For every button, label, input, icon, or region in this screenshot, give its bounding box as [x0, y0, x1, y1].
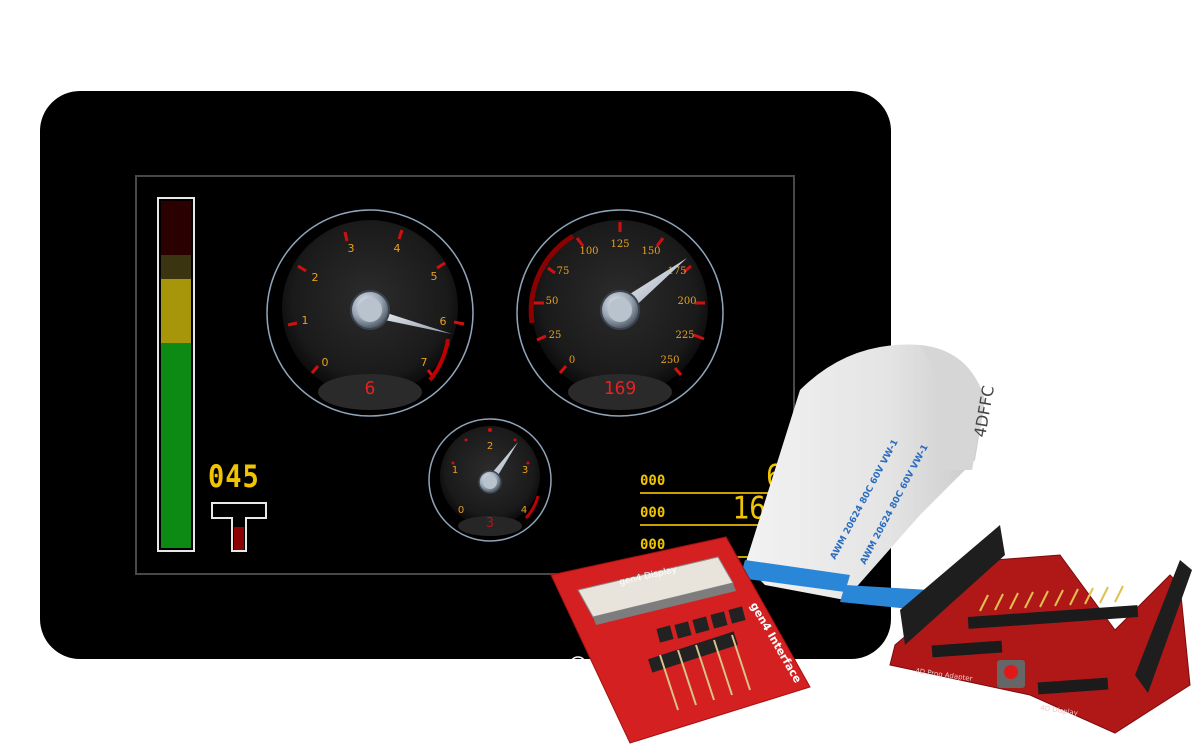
- tick-label: 7: [421, 356, 428, 369]
- small-gauge-dial: 0 1 2 3 4: [428, 418, 552, 542]
- tick-label: 2: [312, 271, 319, 284]
- tick-label: 1: [302, 314, 309, 327]
- shield-board: 4D Display 4D Prog Adapter: [889, 525, 1192, 734]
- tick-label: 225: [675, 330, 694, 341]
- level-bar-segment-red: [161, 201, 191, 255]
- tachometer-readout: 6: [364, 378, 376, 399]
- tick-label: 250: [660, 355, 679, 366]
- interface-board: gen4 Display gen4 Interface: [550, 536, 811, 744]
- tachometer-dial: 0 1 2 3 4 5 6 7: [266, 209, 474, 417]
- tachometer-gauge: 0 1 2 3 4 5 6 7 6: [265, 208, 475, 418]
- lcd-row-label: 000: [640, 537, 666, 553]
- speedometer-gauge: 0 25 50 75 100 125 150 175 200 225 250 1…: [515, 208, 725, 418]
- tick-label: 6: [440, 315, 447, 328]
- header-socket-right: [1135, 560, 1192, 693]
- speedometer-readout: 169: [603, 378, 637, 399]
- speedometer-dial: 0 25 50 75 100 125 150 175 200 225 250: [516, 209, 724, 417]
- tick-label: 3: [348, 242, 355, 255]
- tick-label: 5: [431, 270, 438, 283]
- reset-button: [1004, 665, 1018, 679]
- tick-label: 2: [487, 441, 493, 452]
- tick-label: 175: [667, 266, 686, 277]
- tick-label: 150: [641, 246, 660, 257]
- level-bar-segment-yellow: [161, 279, 191, 343]
- cable-stiffener-left: [740, 560, 850, 592]
- level-bar: [157, 197, 195, 552]
- level-bar-segment-olive: [161, 255, 191, 279]
- tick-label: 0: [322, 356, 329, 369]
- tick-label: 4: [394, 242, 401, 255]
- tick-label: 0: [569, 355, 575, 366]
- tick-label: 125: [610, 239, 629, 250]
- small-gauge: 0 1 2 3 4 3: [428, 418, 552, 542]
- tick-label: 75: [557, 266, 570, 277]
- tick-label: 3: [522, 465, 528, 476]
- tick-label: 0: [458, 505, 464, 516]
- ribbon-cable: AWM 20624 80C 60V VW-1 AWM 20624 80C 60V…: [740, 344, 998, 610]
- temperature-value: 045: [208, 459, 260, 496]
- thermometer-icon: [211, 502, 267, 552]
- lcd-row-label: 000: [640, 505, 666, 521]
- small-gauge-readout: 3: [486, 516, 494, 531]
- lcd-row-label: 000: [640, 473, 666, 489]
- tick-label: 25: [549, 330, 562, 341]
- level-bar-segment-green: [161, 343, 191, 548]
- tick-label: 50: [546, 296, 559, 307]
- tick-label: 1: [452, 465, 458, 476]
- tick-label: 4: [521, 505, 527, 516]
- tick-label: 200: [677, 296, 696, 307]
- tick-label: 100: [579, 246, 598, 257]
- header-socket-left: [900, 525, 1005, 645]
